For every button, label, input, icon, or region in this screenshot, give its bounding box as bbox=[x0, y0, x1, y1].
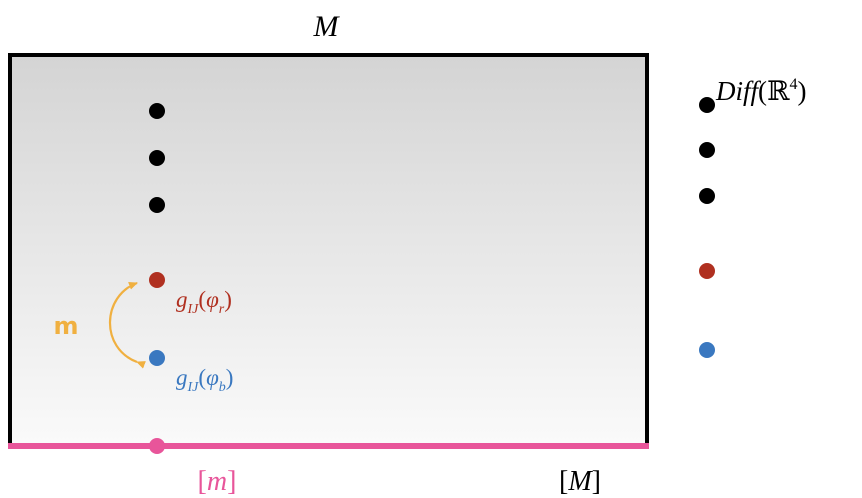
title-label: M bbox=[313, 10, 341, 43]
legend-blue-dot bbox=[699, 342, 715, 358]
manifold-frame bbox=[8, 53, 649, 447]
red-point-label: gIJ(φr) bbox=[176, 287, 232, 317]
map-arrow bbox=[108, 281, 146, 369]
legend-red-dot bbox=[699, 263, 715, 279]
ellipsis-dot bbox=[149, 197, 165, 213]
legend-label: Diff(ℝ4) bbox=[715, 76, 806, 106]
map-label: m bbox=[53, 312, 78, 340]
ellipsis-dot bbox=[149, 150, 165, 166]
ellipsis-dot bbox=[149, 103, 165, 119]
blue-point-label: gIJ(φb) bbox=[176, 365, 233, 395]
legend-dot bbox=[699, 142, 715, 158]
subspace-label: [m] bbox=[198, 466, 237, 497]
space-label: [M] bbox=[559, 466, 601, 497]
baseline-point bbox=[149, 438, 165, 454]
blue-point bbox=[149, 350, 165, 366]
legend-dot bbox=[699, 97, 715, 113]
red-point bbox=[149, 272, 165, 288]
legend-dot bbox=[699, 188, 715, 204]
